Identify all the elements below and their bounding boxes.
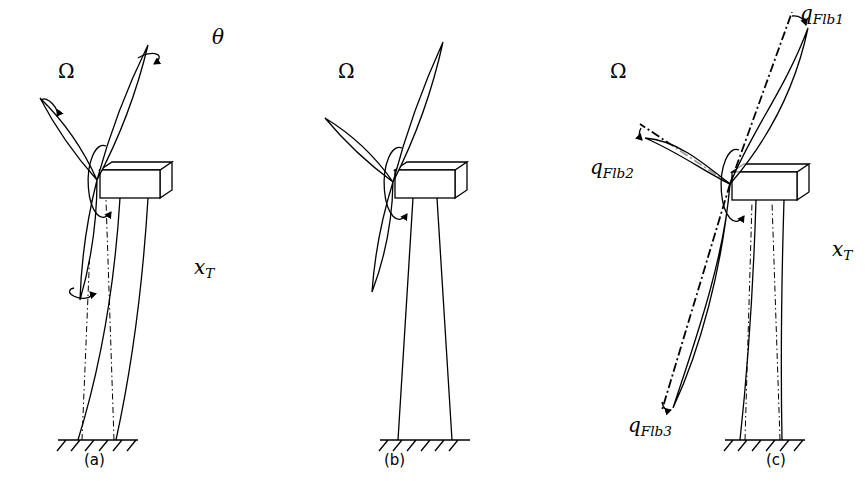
rotation-arrow bbox=[384, 147, 407, 219]
blade-deflection-symbol: qFlb3 bbox=[628, 414, 672, 439]
pitch-arrow bbox=[42, 99, 58, 116]
undeflected-blade bbox=[640, 12, 792, 410]
ground-hatch bbox=[57, 440, 138, 451]
tower-deflection-symbol: xT bbox=[832, 238, 852, 263]
panel-caption: (b) bbox=[384, 452, 405, 469]
turbine-a bbox=[40, 45, 172, 451]
blade bbox=[372, 182, 393, 292]
deflected-tower bbox=[740, 200, 784, 440]
rotation-arrow bbox=[88, 145, 111, 217]
nacelle bbox=[395, 162, 467, 198]
blade bbox=[40, 98, 97, 180]
nacelle bbox=[100, 162, 172, 198]
blade bbox=[393, 42, 443, 182]
symbol-base: x bbox=[832, 237, 843, 261]
nacelle bbox=[732, 164, 809, 200]
turbine-c bbox=[639, 12, 809, 451]
nacelle-front bbox=[732, 172, 797, 200]
symbol-base: q bbox=[800, 1, 813, 25]
blade bbox=[97, 45, 148, 180]
ground-hatch bbox=[379, 440, 470, 451]
pitch-angle-symbol: θ bbox=[212, 26, 224, 48]
turbine-b bbox=[325, 42, 470, 451]
symbol-base: q bbox=[628, 413, 641, 437]
pitch-arrow bbox=[138, 53, 159, 64]
nacelle-front bbox=[395, 170, 455, 198]
deflected-blade bbox=[673, 184, 730, 408]
symbol-subscript: Flb1 bbox=[813, 11, 844, 27]
rigid-tower bbox=[398, 198, 452, 440]
blade bbox=[80, 180, 97, 300]
ground-hatch bbox=[724, 440, 805, 451]
deflected-blade bbox=[730, 28, 808, 184]
rotation-arrow bbox=[721, 149, 744, 221]
symbol-base: q bbox=[590, 155, 603, 179]
symbol-subscript: Flb3 bbox=[641, 423, 672, 439]
rotor-speed-symbol: Ω bbox=[338, 60, 355, 82]
blade-deflection-symbol: qFlb1 bbox=[800, 2, 844, 27]
pitch-arrow bbox=[69, 288, 91, 298]
rotor-speed-symbol: Ω bbox=[610, 60, 627, 82]
symbol-subscript: T bbox=[843, 247, 852, 263]
panel-caption: (a) bbox=[84, 452, 105, 469]
nacelle-front bbox=[100, 170, 160, 198]
symbol-base: x bbox=[194, 255, 205, 279]
symbol-subscript: T bbox=[205, 265, 214, 281]
deflection-arrow bbox=[662, 402, 671, 410]
symbol-subscript: Flb2 bbox=[603, 165, 634, 181]
deflection-arrow bbox=[639, 128, 642, 140]
blade bbox=[325, 118, 393, 182]
panel-caption: (c) bbox=[766, 452, 786, 469]
blade-deflection-symbol: qFlb2 bbox=[590, 156, 634, 181]
rotor-speed-symbol: Ω bbox=[58, 60, 75, 82]
deflected-blade bbox=[645, 138, 730, 184]
tower-deflection-symbol: xT bbox=[194, 256, 214, 281]
